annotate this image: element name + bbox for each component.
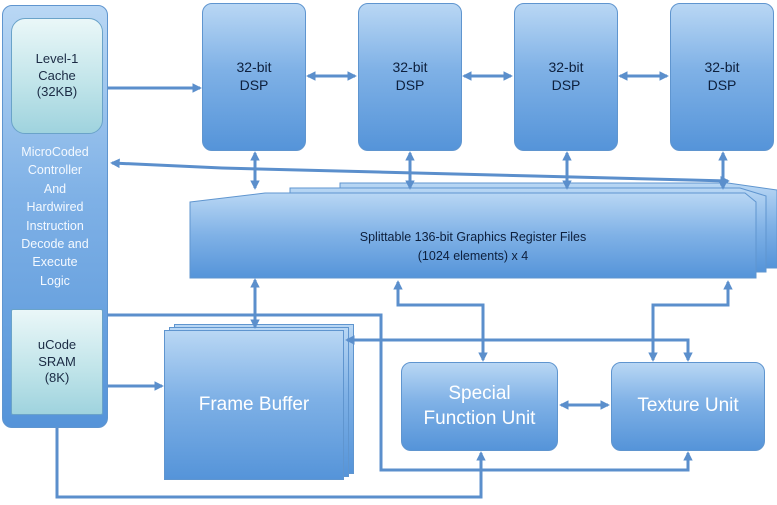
controller-description: MicroCoded Controller And Hardwired Inst… xyxy=(2,143,108,290)
dsp-label-bits: 32-bit xyxy=(548,59,584,75)
dsp-label-bits: 32-bit xyxy=(704,59,740,75)
texture-unit: Texture Unit xyxy=(611,362,765,451)
special-function-unit: Special Function Unit xyxy=(401,362,558,451)
l1-cache-line-1: Level-1 xyxy=(35,50,79,66)
controller-text-line: Execute xyxy=(32,255,78,270)
sfu-label-line-2: Function Unit xyxy=(423,407,536,429)
ucode-line-1: uCode xyxy=(37,336,77,352)
register-files-label: Splittable 136-bit Graphics Register Fil… xyxy=(190,228,756,266)
frame-buffer: Frame Buffer xyxy=(164,330,344,480)
dsp-block-4: 32-bit DSP xyxy=(670,3,774,151)
frame-buffer-label: Frame Buffer xyxy=(198,393,310,415)
ucode-line-2: SRAM xyxy=(38,353,76,369)
l1-cache-line-3: (32KB) xyxy=(36,84,78,100)
sfu-label-line-1: Special xyxy=(448,382,511,404)
dsp-label-name: DSP xyxy=(551,76,581,93)
register-file-layer-front xyxy=(189,192,757,279)
ucode-sram: uCode SRAM (8K) xyxy=(11,309,103,415)
level-1-cache: Level-1 Cache (32KB) xyxy=(11,18,103,134)
dsp-label-name: DSP xyxy=(395,76,425,93)
dsp-label-bits: 32-bit xyxy=(392,59,428,75)
controller-text-line: Controller xyxy=(27,163,83,178)
controller-text-line: Decode and xyxy=(21,236,89,251)
register-files-title: Splittable 136-bit Graphics Register Fil… xyxy=(359,230,587,244)
dsp-label-name: DSP xyxy=(239,76,269,93)
dsp-block-1: 32-bit DSP xyxy=(202,3,306,151)
controller-text-line: MicroCoded xyxy=(21,145,89,159)
ucode-line-3: (8K) xyxy=(44,370,70,386)
controller-text-line: And xyxy=(43,181,67,196)
dsp-label-bits: 32-bit xyxy=(236,59,272,75)
controller-text-line: Hardwired xyxy=(26,200,84,215)
controller-text-line: Logic xyxy=(40,273,70,288)
dsp-block-2: 32-bit DSP xyxy=(358,3,462,151)
dsp-block-3: 32-bit DSP xyxy=(514,3,618,151)
texture-unit-label: Texture Unit xyxy=(637,395,739,417)
register-files-subtitle: (1024 elements) x 4 xyxy=(417,248,529,263)
dsp-label-name: DSP xyxy=(707,76,737,93)
l1-cache-line-2: Cache xyxy=(38,67,76,83)
controller-text-line: Instruction xyxy=(26,218,84,233)
